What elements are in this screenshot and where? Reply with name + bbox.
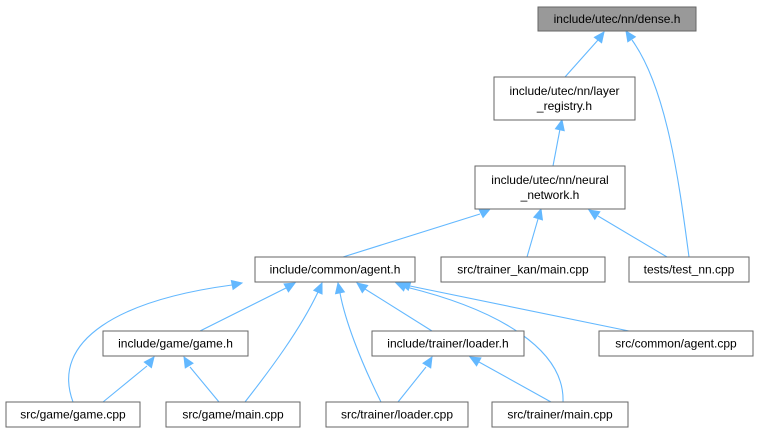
node-label: src/game/game.cpp [20, 408, 126, 422]
edge-game_cpp-to-game_h [102, 356, 155, 403]
edge-arrowhead [478, 208, 492, 219]
node-box [440, 256, 606, 283]
edge-arrowhead [312, 281, 323, 295]
node-box [628, 256, 750, 283]
edge-trainer_kan_main-to-neural_network [526, 207, 544, 258]
edge-arrowhead [554, 118, 565, 132]
node-label: include/utec/nn/layer [509, 84, 619, 98]
edge-line [244, 291, 319, 403]
edge-line [409, 285, 630, 332]
node-box [491, 401, 629, 428]
node-box [325, 401, 469, 428]
edge-line [552, 128, 561, 167]
node-label: src/trainer/main.cpp [507, 408, 613, 422]
edge-line [526, 218, 539, 258]
node-label: include/common/agent.h [270, 263, 401, 277]
node-agent-cpp[interactable]: src/common/agent.cpp [598, 330, 754, 357]
node-label: src/game/main.cpp [182, 408, 284, 422]
node-test-nn[interactable]: tests/test_nn.cpp [628, 256, 750, 283]
edge-line [199, 287, 287, 332]
node-label: _registry.h [536, 99, 592, 113]
node-label: include/trainer/loader.h [387, 337, 508, 351]
node-game-main[interactable]: src/game/main.cpp [165, 401, 301, 428]
edge-game_main-to-game_h [183, 355, 220, 403]
edge-trainer_main-to-loader_h [468, 356, 552, 403]
edges-layer [68, 29, 690, 403]
node-box [371, 330, 525, 357]
edge-agent_cpp-to-agent_h [398, 280, 630, 332]
node-box [537, 6, 697, 32]
node-game-h[interactable]: include/game/game.h [102, 330, 249, 357]
node-game-cpp[interactable]: src/game/game.cpp [5, 401, 141, 428]
node-label: include/game/game.h [118, 337, 233, 351]
edge-neural_network-to-layer_registry [552, 118, 565, 167]
node-dense: include/utec/nn/dense.h [537, 6, 697, 32]
edge-arrowhead [593, 31, 605, 44]
edge-game_cpp-to-agent_h [68, 279, 244, 403]
edge-line [597, 215, 668, 258]
node-box [5, 401, 141, 428]
edge-loader_cpp-to-agent_h [334, 281, 382, 403]
node-loader-cpp[interactable]: src/trainer/loader.cpp [325, 401, 469, 428]
edge-arrowhead [143, 356, 155, 369]
node-trainer-kan-main[interactable]: src/trainer_kan/main.cpp [440, 256, 606, 283]
edge-line [102, 365, 148, 403]
nodes-layer: include/utec/nn/dense.h include/utec/nn/l… [5, 6, 754, 428]
edge-line [478, 361, 552, 403]
edge-layer_registry-to-dense [564, 31, 605, 78]
edge-arrowhead [625, 29, 637, 43]
node-agent-h[interactable]: include/common/agent.h [254, 256, 416, 283]
node-label: _network.h [520, 188, 580, 202]
edge-loader_h-to-agent_h [356, 282, 433, 332]
node-loader-h[interactable]: include/trainer/loader.h [371, 330, 525, 357]
edge-line [339, 292, 382, 403]
edge-arrowhead [422, 355, 433, 369]
edge-test_nn-to-dense [625, 29, 690, 258]
node-box [254, 256, 416, 283]
edge-line [364, 288, 433, 332]
edge-line [397, 366, 427, 403]
node-label: src/common/agent.cpp [615, 337, 737, 351]
edge-arrowhead [468, 356, 482, 367]
edge-game_main-to-agent_h [244, 281, 323, 403]
node-layer-registry[interactable]: include/utec/nn/layer_registry.h [493, 76, 636, 121]
edge-test_nn-to-neural_network [587, 209, 668, 258]
node-box [165, 401, 301, 428]
edge-line [631, 39, 690, 258]
edge-game_h-to-agent_h [199, 282, 297, 332]
edge-arrowhead [183, 355, 194, 369]
node-trainer-main[interactable]: src/trainer/main.cpp [491, 401, 629, 428]
node-box [474, 165, 626, 210]
edge-arrowhead [587, 209, 601, 221]
edge-arrowhead [356, 282, 369, 294]
edge-line [564, 39, 599, 78]
edge-loader_cpp-to-loader_h [397, 355, 433, 403]
edge-arrowhead [532, 207, 544, 221]
node-box [598, 330, 754, 357]
edge-arrowhead [334, 281, 346, 295]
edge-line [189, 366, 220, 403]
node-label: src/trainer/loader.cpp [341, 408, 453, 422]
node-label: include/utec/nn/dense.h [554, 12, 681, 26]
edge-line [342, 213, 481, 258]
node-label: tests/test_nn.cpp [644, 263, 735, 277]
edge-arrowhead [230, 279, 244, 291]
node-label: src/trainer_kan/main.cpp [457, 263, 589, 277]
edge-agent_h-to-neural_network [342, 208, 492, 258]
node-neural-network[interactable]: include/utec/nn/neural_network.h [474, 165, 626, 210]
node-label: include/utec/nn/neural [491, 173, 608, 187]
node-box [102, 330, 249, 357]
edge-line [68, 284, 233, 403]
edge-arrowhead [283, 282, 297, 293]
node-box [493, 76, 636, 121]
